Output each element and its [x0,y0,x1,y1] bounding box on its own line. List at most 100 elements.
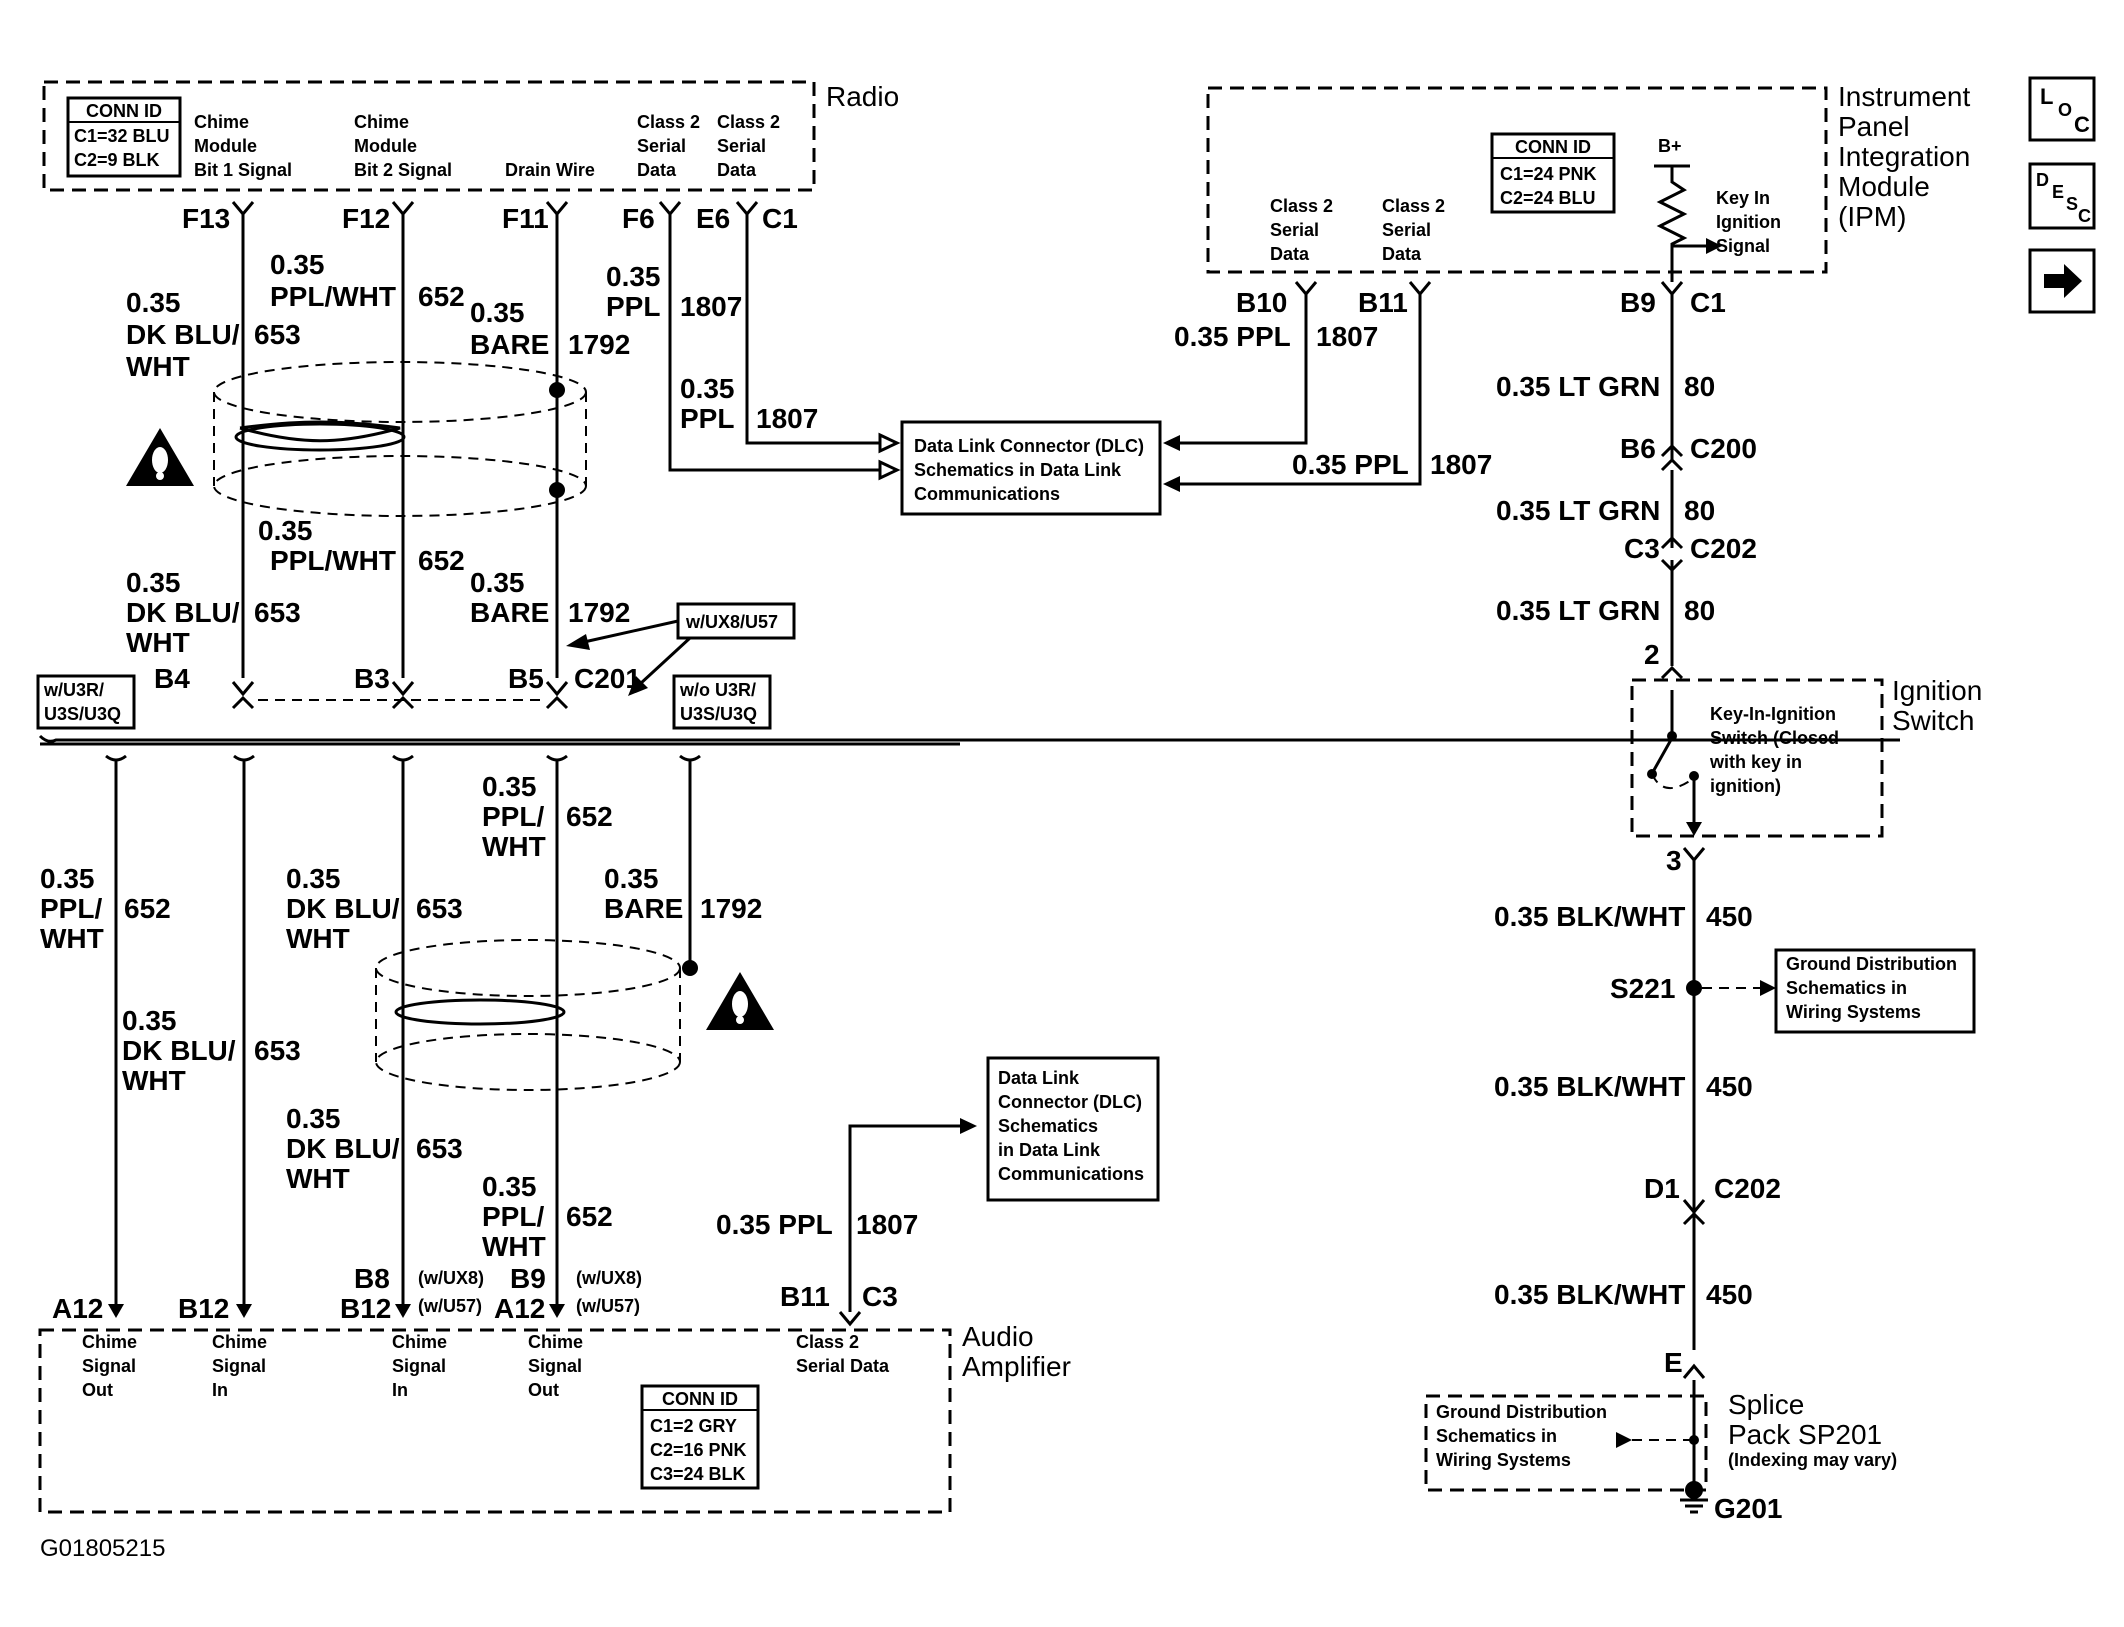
svg-text:F12: F12 [342,203,390,234]
svg-text:80: 80 [1684,495,1715,526]
lower-shield [375,939,698,1091]
svg-text:B8: B8 [354,1263,390,1294]
svg-text:PPL/: PPL/ [482,801,544,832]
svg-text:Class 2: Class 2 [796,1332,859,1352]
loc-button[interactable]: L O C [2028,76,2096,142]
harness-break [38,734,1900,746]
svg-text:0.35 BLK/WHT: 0.35 BLK/WHT [1494,901,1685,932]
svg-text:1807: 1807 [856,1209,918,1240]
svg-text:Serial: Serial [1382,220,1431,240]
svg-text:E: E [2052,182,2064,202]
svg-text:F6: F6 [622,203,655,234]
svg-text:Chime: Chime [82,1332,137,1352]
svg-text:B9: B9 [510,1263,546,1294]
svg-text:A12: A12 [52,1293,103,1324]
svg-text:WHT: WHT [126,627,190,658]
svg-text:0.35 LT GRN: 0.35 LT GRN [1496,371,1660,402]
svg-text:C1: C1 [1690,287,1726,318]
svg-text:450: 450 [1706,1071,1753,1102]
svg-text:1792: 1792 [568,597,630,628]
amp-conn-id: CONN ID C1=2 GRY C2=16 PNK C3=24 BLK [640,1384,760,1490]
radio-wires [231,201,901,678]
svg-text:C3: C3 [1624,533,1660,564]
svg-text:BARE: BARE [470,597,549,628]
svg-text:653: 653 [254,597,301,628]
svg-text:U3S/U3Q: U3S/U3Q [680,704,757,724]
amp-title: Audio Amplifier [962,1321,1071,1382]
svg-text:Amplifier: Amplifier [962,1351,1071,1382]
svg-text:BARE: BARE [470,329,549,360]
svg-text:C1=24 PNK: C1=24 PNK [1500,164,1597,184]
svg-text:652: 652 [418,545,465,576]
svg-text:B6: B6 [1620,433,1656,464]
svg-text:Chime: Chime [212,1332,267,1352]
svg-text:Data: Data [717,160,757,180]
ignition-circuit: 0.35 LT GRN 80 B6 C200 0.35 LT GRN 80 C3… [1424,281,1982,1524]
next-button[interactable] [2028,248,2096,314]
svg-text:Module: Module [194,136,257,156]
svg-text:B11: B11 [1358,287,1408,318]
svg-text:G201: G201 [1714,1493,1783,1524]
svg-text:U3S/U3Q: U3S/U3Q [44,704,121,724]
lower-wire-labels: 0.35 PPL/ WHT 652 0.35 DK BLU/ WHT 653 0… [40,771,918,1262]
svg-text:1807: 1807 [1430,449,1492,480]
svg-text:C2=24 BLU: C2=24 BLU [1500,188,1596,208]
svg-text:WHT: WHT [482,831,546,862]
svg-text:WHT: WHT [126,351,190,382]
svg-text:in Data Link: in Data Link [998,1140,1101,1160]
svg-text:2: 2 [1644,639,1660,670]
svg-text:0.35: 0.35 [286,1103,341,1134]
svg-text:Drain Wire: Drain Wire [505,160,595,180]
svg-text:0.35: 0.35 [470,297,525,328]
svg-text:450: 450 [1706,1279,1753,1310]
ipm-conn-id: CONN ID C1=24 PNK C2=24 BLU [1490,132,1616,214]
svg-text:B5: B5 [508,663,544,694]
radio-conn-c1: C1=32 BLU [74,126,170,146]
svg-text:0.35: 0.35 [286,863,341,894]
svg-text:B11: B11 [780,1281,830,1312]
svg-text:Signal: Signal [528,1356,582,1376]
svg-text:Data: Data [637,160,677,180]
svg-text:Module: Module [1838,171,1930,202]
svg-text:0.35: 0.35 [606,261,661,292]
amp-pin-labels: Chime Signal Out Chime Signal In Chime S… [82,1332,890,1400]
svg-text:Instrument: Instrument [1838,81,1970,112]
svg-text:with key in: with key in [1709,752,1802,772]
svg-text:C201: C201 [574,663,641,694]
svg-text:0.35: 0.35 [258,515,313,546]
svg-text:S221: S221 [1610,973,1675,1004]
ipm-terminals: B10 B11 B9 C1 [1236,287,1726,318]
svg-text:Wiring Systems: Wiring Systems [1786,1002,1921,1022]
svg-text:80: 80 [1684,595,1715,626]
svg-text:0.35: 0.35 [126,567,181,598]
svg-text:A12: A12 [494,1293,545,1324]
svg-text:1792: 1792 [568,329,630,360]
svg-text:Connector (DLC): Connector (DLC) [998,1092,1142,1112]
svg-text:0.35: 0.35 [126,287,181,318]
upper-wire-labels: 0.35 DK BLU/ WHT 653 0.35 PPL/WHT 652 0.… [126,249,818,658]
svg-text:C3: C3 [862,1281,898,1312]
svg-text:CONN ID: CONN ID [662,1389,738,1409]
upper-shield [213,361,587,517]
svg-text:Pack SP201: Pack SP201 [1728,1419,1882,1450]
svg-text:PPL: PPL [606,291,660,322]
svg-text:B+: B+ [1658,136,1682,156]
svg-text:0.35 LT GRN: 0.35 LT GRN [1496,495,1660,526]
ipm-class2-labels: Class 2 Serial Data Class 2 Serial Data [1270,196,1445,264]
svg-text:Serial: Serial [717,136,766,156]
radio-conn-c2: C2=9 BLK [74,150,160,170]
svg-text:Ignition: Ignition [1716,212,1781,232]
svg-text:652: 652 [418,281,465,312]
svg-text:B4: B4 [154,663,190,694]
svg-text:Schematics in: Schematics in [1786,978,1907,998]
svg-text:0.35 PPL: 0.35 PPL [1292,449,1409,480]
svg-text:C202: C202 [1690,533,1757,564]
svg-text:Ground Distribution: Ground Distribution [1436,1402,1607,1422]
amp-box [38,1328,952,1514]
svg-text:Module: Module [354,136,417,156]
svg-text:0.35 PPL: 0.35 PPL [1174,321,1291,352]
desc-button[interactable]: D E S C [2028,162,2096,230]
svg-text:Schematics in Data Link: Schematics in Data Link [914,460,1122,480]
svg-text:C: C [2074,112,2090,137]
